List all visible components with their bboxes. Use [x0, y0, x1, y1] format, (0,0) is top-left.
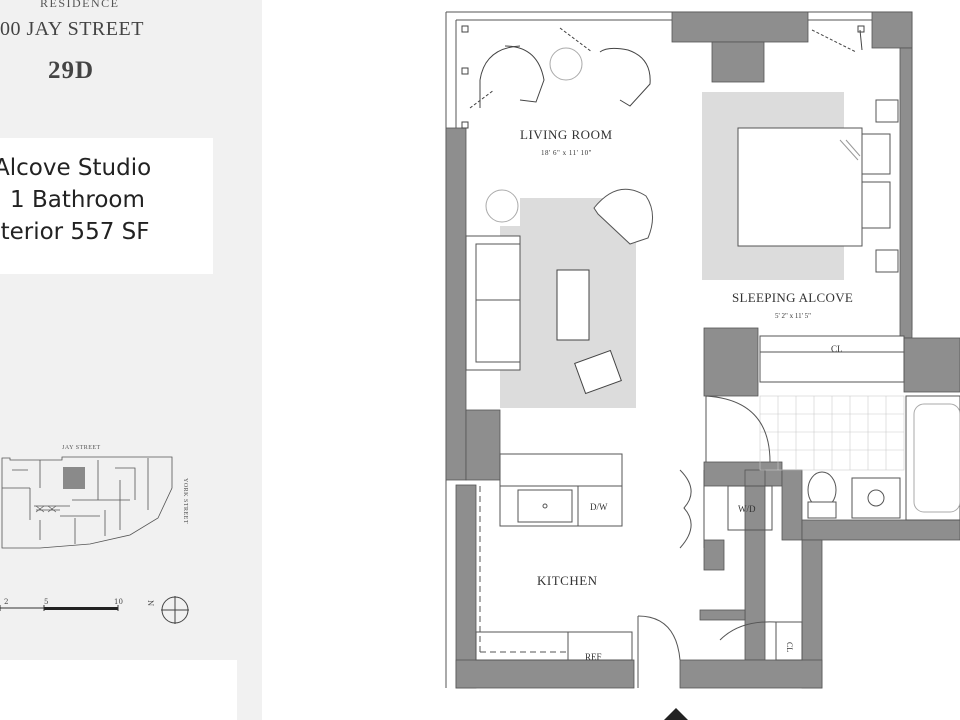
scale-label-5: 5 — [44, 598, 49, 606]
residence-label: RESIDENCE — [40, 0, 120, 10]
dishwasher-label: D/W — [590, 502, 608, 512]
info-sidebar — [0, 0, 262, 720]
kitchen-label: KITCHEN — [537, 573, 598, 588]
closet-label-1: CL — [831, 344, 843, 354]
walls — [445, 11, 960, 689]
unit-bathrooms: 1 Bathroom — [10, 187, 145, 213]
bed — [737, 99, 899, 273]
entry-arrow-icon — [664, 708, 688, 720]
floor-plan — [445, 11, 960, 720]
scale-label-2: 2 — [4, 598, 9, 606]
coat-closet-door — [719, 621, 803, 661]
coffee-table — [556, 269, 590, 341]
north-label: N — [146, 600, 154, 607]
laundry-doors — [679, 469, 773, 549]
kitchen-counter — [479, 453, 623, 652]
washer-dryer-label: W/D — [738, 504, 756, 514]
toilet-tank — [807, 501, 837, 519]
sofa — [465, 235, 521, 371]
ottoman — [574, 349, 622, 395]
bathroom-door — [705, 395, 771, 463]
closet-label-2: CL — [785, 642, 794, 653]
key-plan-street-side: YORK STREET — [182, 478, 188, 524]
building-key-plan — [1, 456, 173, 549]
unit-info-card: Alcove Studio 1 Bathroom nterior 557 SF — [0, 138, 213, 274]
living-room-label: LIVING ROOM — [520, 127, 613, 142]
sleeping-alcove-label: SLEEPING ALCOVE — [732, 290, 854, 305]
scale-label-10: 10 — [114, 598, 123, 606]
unit-interior-area: nterior 557 SF — [0, 219, 150, 245]
living-room-dimensions: 18' 6" x 11' 10" — [541, 149, 592, 157]
sink-basin — [867, 489, 885, 507]
bathroom-tiles — [759, 395, 905, 471]
refrigerator-label: REF — [585, 652, 602, 662]
sleeping-alcove-dimensions: 5' 2" x 11' 5" — [775, 312, 811, 320]
scale-bar — [0, 605, 119, 611]
bottom-info-card — [0, 660, 237, 720]
unit-location-highlight — [63, 467, 85, 489]
entry-door — [637, 615, 681, 688]
address-title: 00 JAY STREET — [0, 18, 144, 40]
lounge-chair — [593, 188, 653, 245]
unit-number: 29D — [48, 57, 95, 84]
north-compass-icon — [161, 596, 189, 624]
closet-1 — [759, 335, 905, 383]
refrigerator — [475, 631, 633, 661]
unit-type: Alcove Studio — [0, 155, 152, 181]
key-plan-street-top: JAY STREET — [62, 445, 101, 451]
